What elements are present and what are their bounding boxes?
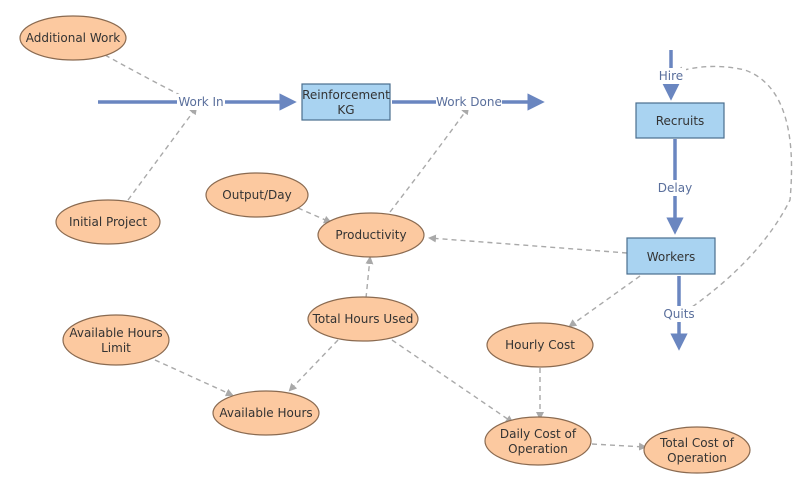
node-output-day[interactable]: Output/Day (205, 172, 309, 218)
stock-workers-label: Workers (647, 250, 696, 264)
node-hourly-cost-label: Hourly Cost (505, 338, 575, 352)
flow-quits-label: Quits (663, 307, 694, 321)
node-hourly-cost[interactable]: Hourly Cost (486, 322, 594, 368)
flow-hire-label-group: Hire (656, 68, 686, 84)
flow-delay-label-group: Delay (656, 180, 694, 196)
link-total-hours-to-daily-cost (391, 339, 514, 424)
link-daily-cost-to-total-cost (591, 442, 647, 451)
stock-recruits[interactable]: Recruits (635, 102, 725, 139)
node-available-hours-label: Available Hours (219, 406, 312, 420)
node-total-hours-used-label: Total Hours Used (312, 312, 414, 326)
flow-hire-label: Hire (659, 69, 683, 83)
link-workers-to-productivity (428, 234, 628, 254)
link-additional-work-to-work-in (104, 54, 192, 101)
flow-work-done-label-group: Work Done (436, 94, 502, 110)
node-available-hours-limit[interactable]: Available Hours Limit (62, 314, 170, 366)
node-additional-work-label: Additional Work (26, 31, 120, 45)
flow-delay-label: Delay (658, 181, 692, 195)
node-total-cost-label-line2: Operation (667, 451, 727, 465)
link-limit-to-available-hours (154, 359, 234, 397)
flow-work-in-label: Work In (178, 95, 223, 109)
link-workers-to-hourly-cost (568, 275, 641, 328)
node-productivity[interactable]: Productivity (317, 212, 425, 258)
flow-quits-label-group: Quits (661, 306, 697, 322)
node-daily-cost-label-line1: Daily Cost of (500, 427, 577, 441)
node-daily-cost-label-line2: Operation (508, 442, 568, 456)
flow-work-in-label-group: Work In (177, 94, 225, 110)
node-additional-work[interactable]: Additional Work (19, 15, 127, 61)
node-available-hours[interactable]: Available Hours (212, 390, 320, 436)
flow-work-done-label: Work Done (436, 95, 502, 109)
stock-workers[interactable]: Workers (626, 237, 716, 275)
link-productivity-to-work-done (389, 106, 470, 213)
node-daily-cost-of-operation[interactable]: Daily Cost of Operation (484, 416, 592, 466)
node-available-hours-limit-label-line2: Limit (101, 341, 131, 355)
link-workers-to-hire (675, 65, 793, 313)
node-productivity-label: Productivity (335, 228, 406, 242)
node-initial-project-label: Initial Project (69, 215, 147, 229)
link-total-hours-to-productivity (365, 256, 374, 299)
link-total-hours-to-available-hours (288, 339, 339, 392)
node-available-hours-limit-label-line1: Available Hours (69, 326, 162, 340)
stock-reinforcement-label-line1: Reinforcement (302, 88, 390, 102)
node-initial-project[interactable]: Initial Project (55, 199, 161, 245)
node-total-cost-label-line1: Total Cost of (659, 436, 735, 450)
stock-recruits-label: Recruits (656, 114, 705, 128)
node-total-cost-of-operation[interactable]: Total Cost of Operation (643, 426, 751, 474)
node-total-hours-used[interactable]: Total Hours Used (307, 296, 419, 342)
link-output-day-to-productivity (297, 207, 332, 224)
link-initial-project-to-work-in (127, 106, 198, 201)
stock-reinforcement-kg[interactable]: Reinforcement KG (301, 83, 391, 121)
stock-reinforcement-label-line2: KG (337, 103, 354, 117)
node-output-day-label: Output/Day (222, 188, 291, 202)
